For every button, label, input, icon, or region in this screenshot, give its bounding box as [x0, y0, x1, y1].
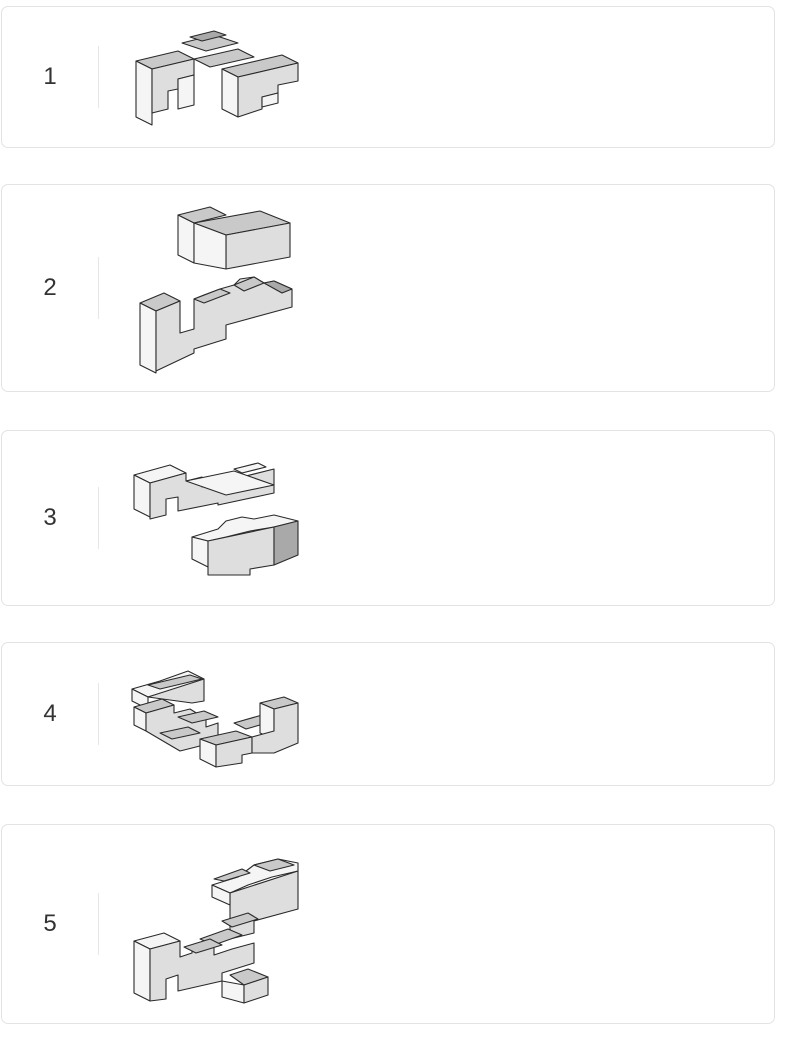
block-figure-5 [133, 858, 299, 1004]
block-figure-4 [131, 670, 299, 768]
option-divider [98, 257, 99, 319]
answer-option-2[interactable]: 2 [1, 184, 775, 392]
block-figure-2 [139, 206, 293, 374]
answer-option-3[interactable]: 3 [1, 430, 775, 606]
option-divider [98, 893, 99, 955]
option-divider [98, 487, 99, 549]
option-divider [98, 683, 99, 745]
block-figure-1 [135, 30, 299, 126]
option-number: 1 [43, 63, 57, 90]
option-number: 2 [43, 274, 57, 301]
answer-option-4[interactable]: 4 [1, 642, 775, 786]
option-divider [98, 46, 99, 108]
option-number: 4 [43, 700, 57, 727]
answer-option-1[interactable]: 1 [1, 6, 775, 148]
option-number: 3 [43, 504, 57, 531]
answer-option-5[interactable]: 5 [1, 824, 775, 1024]
block-figure-3 [133, 462, 299, 576]
option-number: 5 [43, 910, 57, 937]
